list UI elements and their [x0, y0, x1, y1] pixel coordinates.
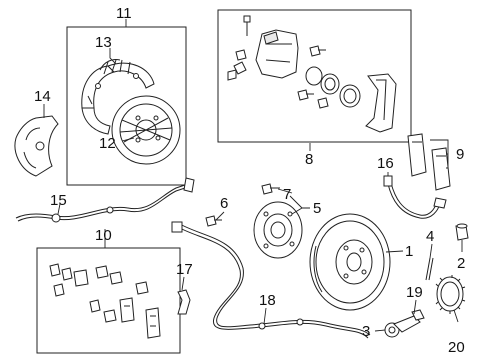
callout-13: 13	[95, 34, 112, 51]
leader-lines	[43, 19, 463, 332]
callout-3: 3	[362, 323, 370, 340]
dust-shield	[14, 115, 59, 177]
rear-abs-sensor-wire	[171, 221, 371, 339]
callout-8: 8	[305, 151, 313, 168]
callout-17: 17	[176, 261, 193, 278]
bleeder-cap	[455, 223, 469, 241]
brake-pads	[407, 133, 451, 191]
callout-18: 18	[259, 292, 276, 309]
brake-rotor	[309, 213, 391, 311]
callout-20: 20	[448, 339, 465, 356]
brake-hose	[383, 175, 447, 219]
callout-5: 5	[313, 200, 321, 217]
tone-ring	[435, 275, 466, 314]
brake-shoe-kit-box	[66, 26, 187, 186]
pad-hardware-clips	[49, 263, 161, 339]
backing-plate	[111, 95, 181, 165]
callout-14: 14	[34, 88, 51, 105]
caliper-kit-box	[217, 9, 412, 143]
callout-2: 2	[457, 255, 465, 272]
wheel-hub	[205, 183, 303, 259]
callout-10: 10	[95, 227, 112, 244]
pad-hardware-kit-box	[36, 247, 181, 354]
callout-19: 19	[406, 284, 423, 301]
abs-sensor-wire	[15, 177, 195, 223]
callout-15: 15	[50, 192, 67, 209]
callout-9: 9	[456, 146, 464, 163]
callout-11: 11	[116, 5, 132, 22]
callout-12: 12	[99, 135, 116, 152]
caliper-bracket-and-pistons	[227, 15, 397, 133]
cotter-pin	[425, 257, 434, 281]
callout-6: 6	[220, 195, 228, 212]
callout-1: 1	[405, 243, 413, 260]
callout-7: 7	[283, 186, 291, 203]
callout-4: 4	[426, 228, 434, 245]
hub-nut	[384, 322, 400, 338]
sensor-bracket-19	[393, 309, 425, 333]
callout-16: 16	[377, 155, 394, 172]
brake-shoe-set	[81, 59, 155, 135]
sensor-bracket-17	[177, 289, 191, 315]
